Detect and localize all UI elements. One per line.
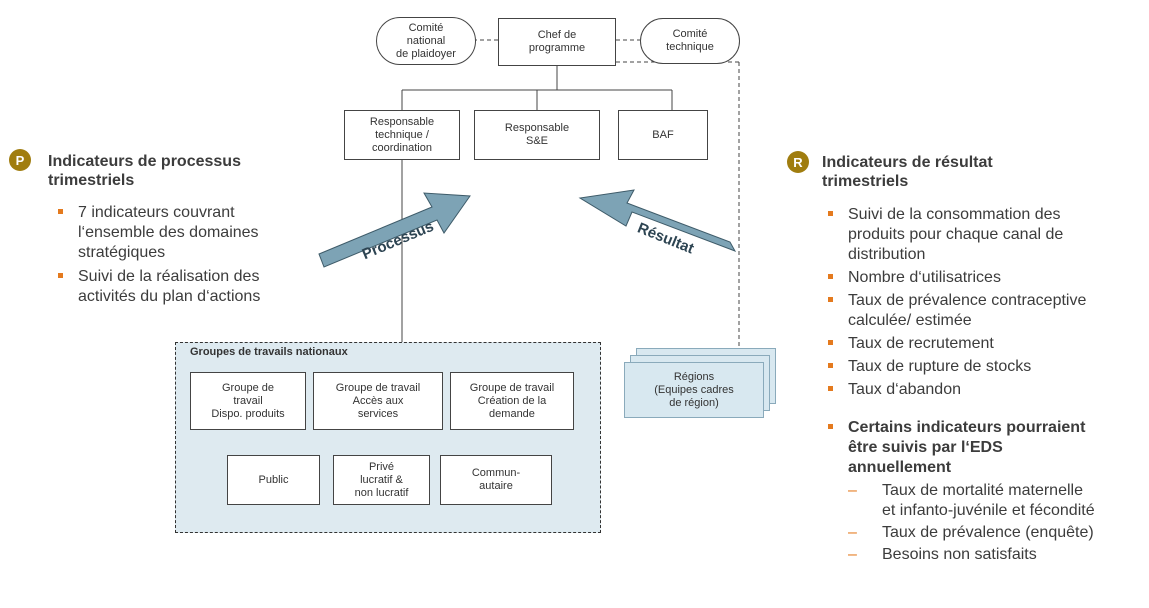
- left-bullet: 7 indicateurs couvrant l‘ensemble des do…: [52, 203, 322, 263]
- groupes-title: Groupes de travails nationaux: [190, 346, 348, 358]
- chef-programme-box: Chef de programme: [498, 18, 616, 66]
- groupe-creation-box: Groupe de travail Création de la demande: [450, 372, 574, 430]
- right-bullet: Taux de prévalence contraceptive calculé…: [822, 291, 1149, 331]
- resp-se-box: Responsable S&E: [474, 110, 600, 160]
- communautaire-box: Commun- autaire: [440, 455, 552, 505]
- process-badge: P: [9, 149, 31, 171]
- right-heading: Indicateurs de résultat trimestriels: [822, 154, 993, 190]
- groupe-acces-box: Groupe de travail Accès aux services: [313, 372, 443, 430]
- left-bullet-list: 7 indicateurs couvrant l‘ensemble des do…: [52, 203, 322, 311]
- comite-technique-box: Comité technique: [640, 18, 740, 64]
- left-bullet: Suivi de la réalisation des activités du…: [52, 267, 322, 307]
- right-bullet-list: Suivi de la consommation des produits po…: [822, 205, 1149, 569]
- prive-box: Privé lucratif & non lucratif: [333, 455, 430, 505]
- eds-sub-list: Taux de mortalité maternelle et infanto-…: [848, 481, 1149, 565]
- baf-box: BAF: [618, 110, 708, 160]
- right-bullet: Taux d‘abandon: [822, 380, 1149, 400]
- right-bullet: Nombre d‘utilisatrices: [822, 268, 1149, 288]
- eds-sub-bullet: Taux de mortalité maternelle et infanto-…: [848, 481, 1149, 521]
- right-bullet: Suivi de la consommation des produits po…: [822, 205, 1149, 265]
- groupe-dispo-box: Groupe de travail Dispo. produits: [190, 372, 306, 430]
- right-bullet: Taux de rupture de stocks: [822, 357, 1149, 377]
- eds-sub-bullet: Besoins non satisfaits: [848, 545, 1149, 565]
- eds-bullet-text: Certains indicateurs pourraient être sui…: [848, 419, 1086, 476]
- processus-arrow: [318, 192, 471, 268]
- right-bullet-eds: Certains indicateurs pourraient être sui…: [822, 418, 1149, 565]
- resultat-arrow: [578, 189, 737, 252]
- right-bullet: Taux de recrutement: [822, 334, 1149, 354]
- eds-sub-bullet: Taux de prévalence (enquête): [848, 523, 1149, 543]
- public-box: Public: [227, 455, 320, 505]
- left-heading: Indicateurs de processus trimestriels: [48, 153, 241, 189]
- result-badge: R: [787, 151, 809, 173]
- regions-box: Régions (Equipes cadres de région): [624, 362, 764, 418]
- comite-national-box: Comité national de plaidoyer: [376, 17, 476, 65]
- resp-technique-box: Responsable technique / coordination: [344, 110, 460, 160]
